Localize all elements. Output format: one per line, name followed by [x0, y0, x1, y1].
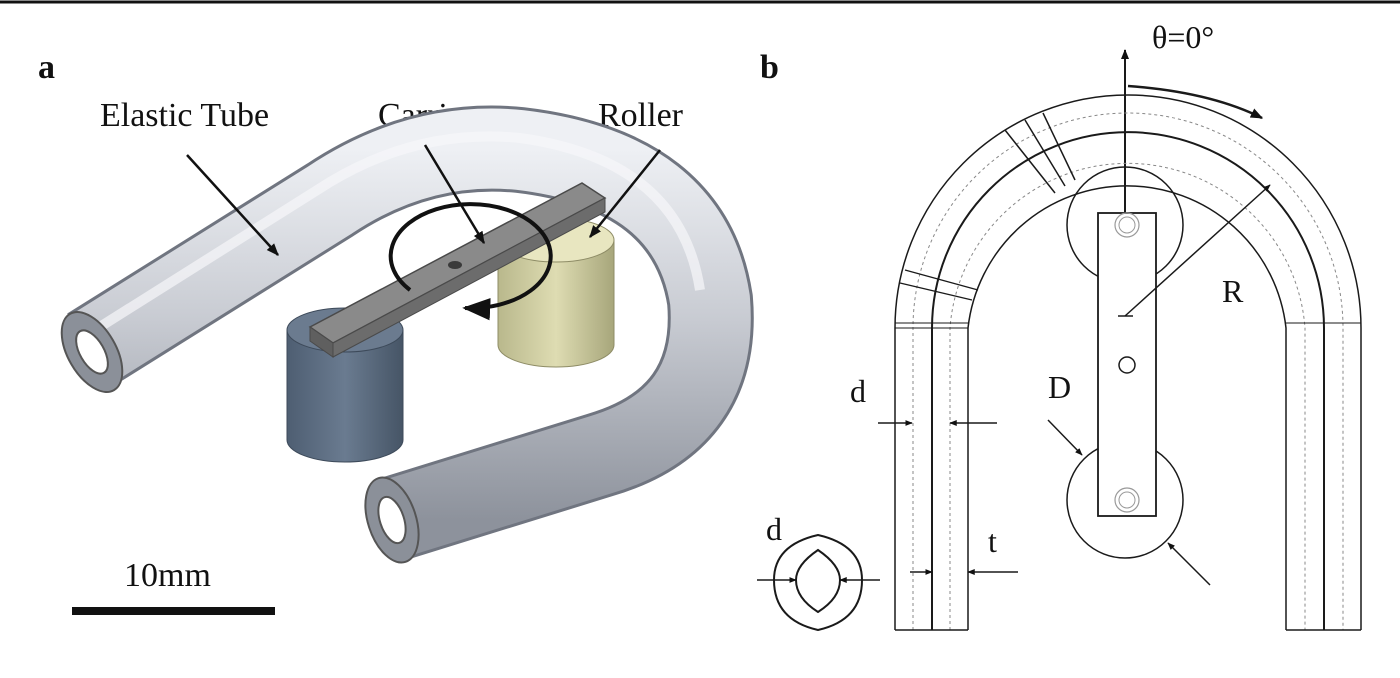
- theta-direction-arrow: [1127, 84, 1264, 120]
- panel-b: b θ=0°: [757, 19, 1362, 632]
- elastic-tube-3d: [60, 105, 754, 564]
- rotation-arrow: [388, 202, 553, 321]
- t-label: t: [988, 523, 997, 559]
- d-label: d: [850, 373, 866, 409]
- carrier-center-pivot: [1118, 356, 1136, 374]
- radius-line: [1124, 184, 1271, 317]
- leader-roller: [589, 149, 661, 238]
- scale-bar-label: 10mm: [124, 557, 211, 594]
- panel-b-letter: b: [760, 49, 779, 86]
- D-label: D: [1048, 369, 1071, 405]
- carrier-center-hole: [448, 261, 462, 269]
- cross-section-d-label: d: [766, 511, 782, 547]
- theta-label: θ=0°: [1152, 19, 1214, 55]
- tube-schematic: [894, 94, 1362, 631]
- label-elastic-tube: Elastic Tube: [100, 97, 269, 134]
- tube-cross-section: d: [757, 511, 880, 632]
- carrier-schematic: [1097, 212, 1157, 517]
- leader-elastic-tube: [186, 154, 279, 256]
- panel-a-letter: a: [38, 49, 55, 86]
- radius-label: R: [1222, 273, 1244, 309]
- leader-carrier: [423, 144, 486, 245]
- panel-a: a Elastic Tube Carrier Roller: [38, 49, 754, 615]
